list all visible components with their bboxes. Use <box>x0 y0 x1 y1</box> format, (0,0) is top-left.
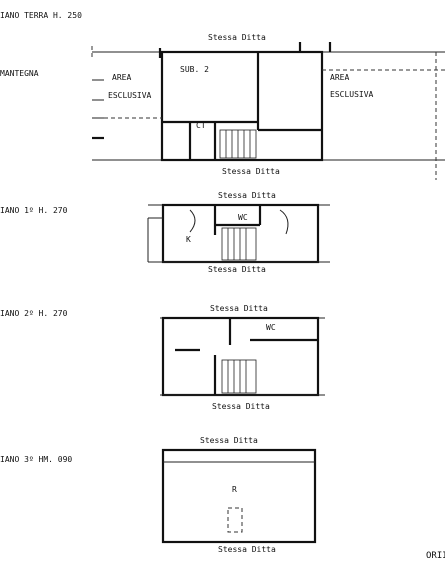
level-ground-floor: IANO TERRA H. 250 MANTEGNA <box>0 11 445 180</box>
top-neighbor-label: Stessa Ditta <box>210 304 268 313</box>
room-label: SUB. 2 <box>180 65 209 74</box>
room-label: CT <box>196 121 206 130</box>
top-neighbor-label: Stessa Ditta <box>208 33 266 42</box>
stair <box>221 359 257 394</box>
building-outline <box>160 50 324 162</box>
level-title: IANO TERRA H. 250 <box>0 11 82 20</box>
area-label: AREA <box>330 73 349 82</box>
level-title: IANO 1º H. 270 <box>0 206 68 215</box>
level-title: IANO 3º HM. 090 <box>0 455 72 464</box>
level-first-floor: IANO 1º H. 270 Stessa Ditta WC K Stessa … <box>0 191 330 274</box>
area-label: ESCLUSIVA <box>108 91 152 100</box>
orientation-label: ORII <box>426 551 445 561</box>
bottom-neighbor-label: Stessa Ditta <box>212 402 270 411</box>
level-third-floor: IANO 3º HM. 090 Stessa Ditta R Stessa Di… <box>0 436 317 554</box>
level-second-floor: IANO 2º H. 270 Stessa Ditta WC Stessa Di… <box>0 304 325 411</box>
room-label: R <box>232 485 237 494</box>
room-label: WC <box>266 323 276 332</box>
top-neighbor-label: Stessa Ditta <box>218 191 276 200</box>
room-label: K <box>186 235 191 244</box>
room-label: WC <box>238 213 248 222</box>
top-neighbor-label: Stessa Ditta <box>200 436 258 445</box>
building-outline <box>161 448 317 544</box>
door-swing <box>279 209 289 235</box>
door-swing <box>189 209 196 233</box>
area-label: ESCLUSIVA <box>330 90 374 99</box>
skylight <box>227 507 243 533</box>
bottom-neighbor-label: Stessa Ditta <box>218 545 276 554</box>
bottom-neighbor-label: Stessa Ditta <box>222 167 280 176</box>
level-title: IANO 2º H. 270 <box>0 309 68 318</box>
stair <box>219 129 257 159</box>
street-label: MANTEGNA <box>0 69 39 78</box>
area-label: AREA <box>112 73 131 82</box>
bottom-neighbor-label: Stessa Ditta <box>208 265 266 274</box>
stair <box>221 227 257 261</box>
building-outline <box>161 316 320 397</box>
